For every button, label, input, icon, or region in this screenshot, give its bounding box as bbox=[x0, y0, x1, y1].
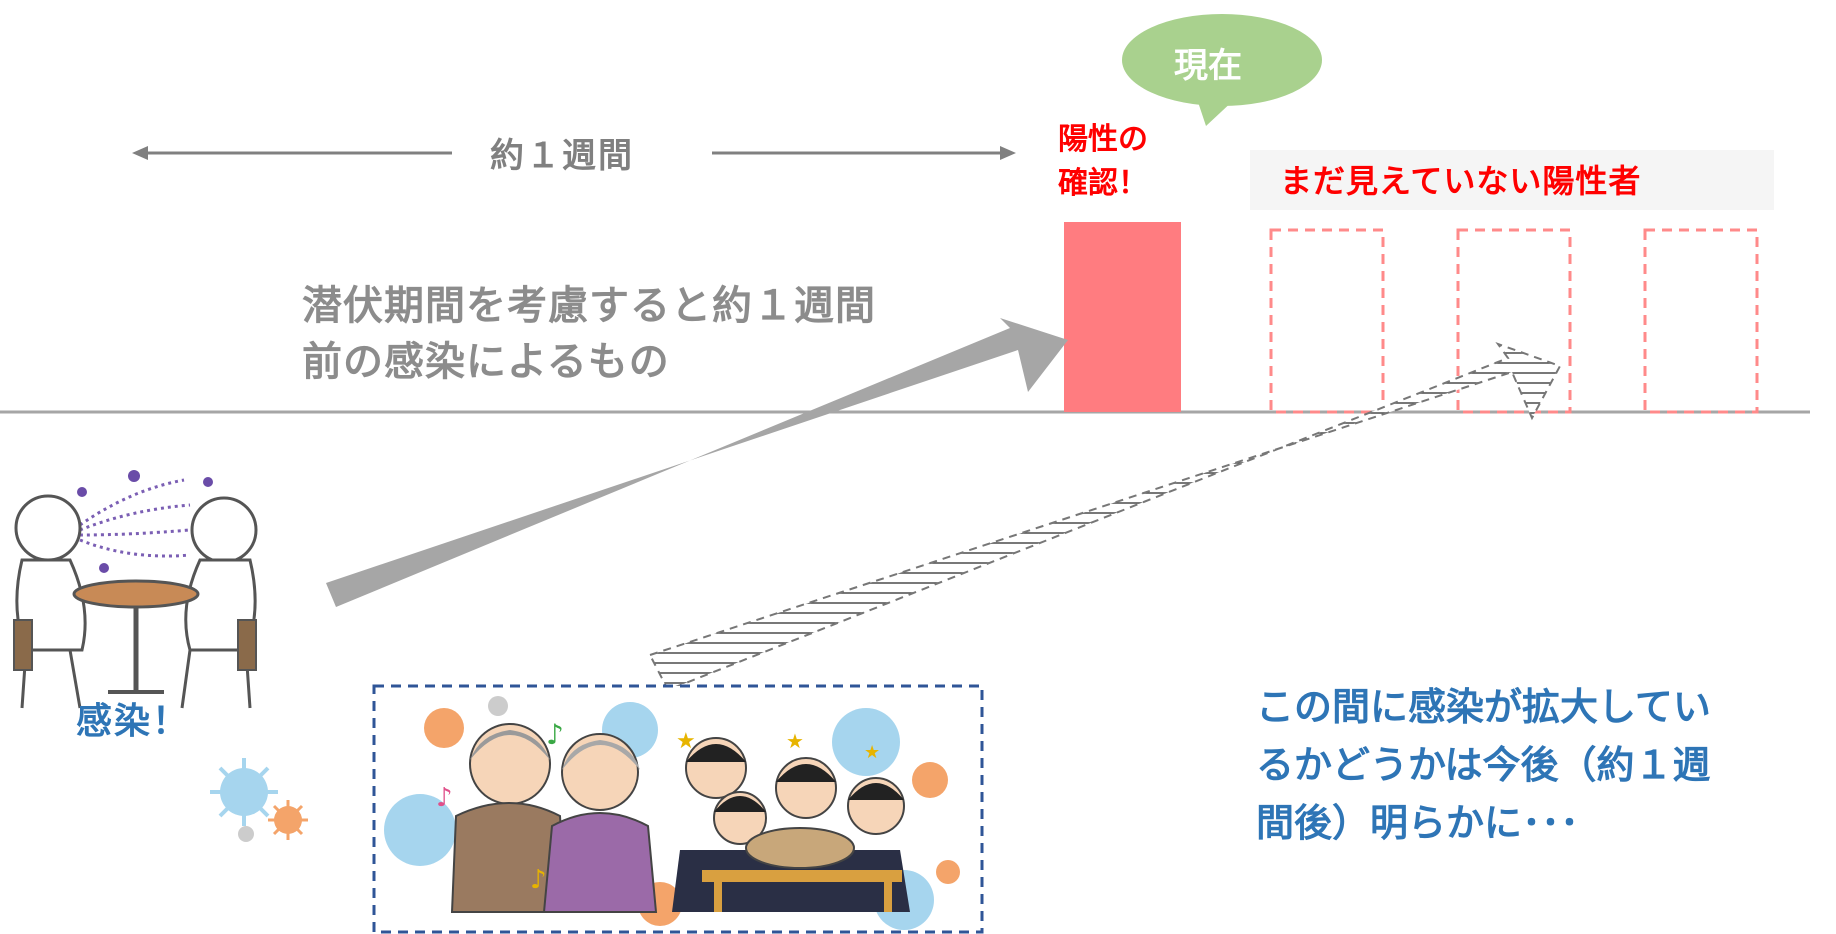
confirmed-label-line-2: 確認！ bbox=[1058, 166, 1148, 201]
hatched-future-arrow bbox=[648, 341, 1562, 692]
spread-note: この間に感染が拡大してい るかどうかは今後（約１週 間後）明らかに･･･ bbox=[1256, 678, 1711, 852]
unseen-box-3 bbox=[1643, 228, 1759, 414]
incubation-note: 潜伏期間を考慮すると約１週間 前の感染によるもの bbox=[302, 278, 876, 390]
period-double-arrow bbox=[132, 146, 1016, 160]
confirmed-label-line-1: 陽性の bbox=[1058, 122, 1148, 157]
person-right bbox=[180, 496, 258, 709]
unseen-label-background bbox=[1250, 150, 1774, 210]
infected-label: 感染！ bbox=[76, 701, 191, 742]
svg-text:♪: ♪ bbox=[530, 865, 547, 895]
now-label: 現在 bbox=[1174, 46, 1242, 86]
unseen-positives-label: まだ見えていない陽性者 bbox=[1280, 162, 1642, 200]
period-label: 約１週間 bbox=[490, 136, 634, 176]
cafe-conversation-illustration bbox=[13, 470, 258, 709]
incubation-note-line-1: 潜伏期間を考慮すると約１週間 bbox=[302, 283, 876, 329]
svg-text:♪: ♪ bbox=[436, 783, 453, 813]
svg-text:★: ★ bbox=[786, 729, 804, 753]
confirmed-bar bbox=[1064, 222, 1181, 412]
virus-particles bbox=[77, 470, 213, 573]
unseen-box-1 bbox=[1269, 228, 1385, 414]
virus-spray-lines bbox=[79, 478, 191, 558]
cafe-table bbox=[72, 579, 200, 609]
svg-text:★: ★ bbox=[864, 742, 880, 763]
person-left bbox=[14, 494, 87, 709]
spread-note-line-3: 間後）明らかに･･･ bbox=[1256, 801, 1580, 845]
virus-icon-group bbox=[210, 758, 308, 842]
spread-note-line-2: るかどうかは今後（約１週 bbox=[1256, 743, 1711, 787]
unseen-box-2 bbox=[1456, 228, 1572, 414]
party-illustration: ♪ ♪ ♪ ★ ★ ★ bbox=[384, 696, 960, 930]
spread-note-line-1: この間に感染が拡大してい bbox=[1256, 685, 1711, 729]
incubation-note-line-2: 前の感染によるもの bbox=[302, 339, 670, 385]
svg-text:★: ★ bbox=[676, 729, 696, 754]
main-gray-arrow bbox=[326, 318, 1068, 607]
confirmed-label: 陽性の 確認！ bbox=[1058, 118, 1148, 206]
now-speech-bubble bbox=[1122, 14, 1322, 126]
svg-text:♪: ♪ bbox=[546, 718, 564, 751]
